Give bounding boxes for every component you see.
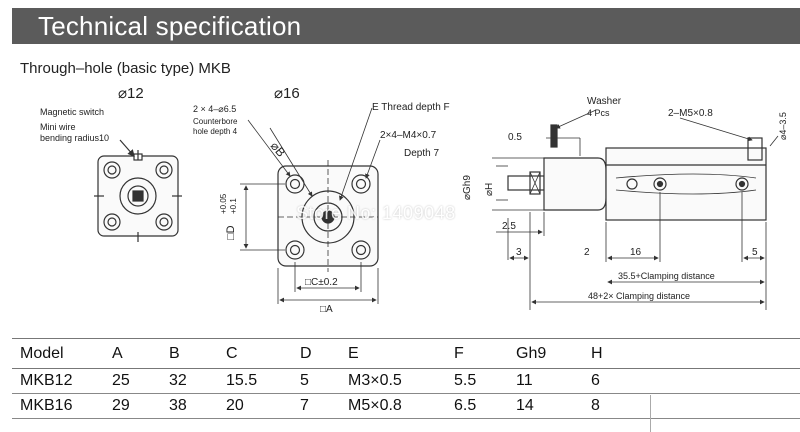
mount-hole [351, 240, 371, 260]
cell-model: MKB12 [20, 372, 73, 389]
washer-label: Washer [587, 96, 622, 107]
cell-gh9: 14 [516, 397, 534, 414]
cell-a: 25 [112, 372, 130, 389]
front-boss [543, 157, 607, 211]
e-thread-label: E Thread depth F [372, 102, 450, 113]
technical-drawing: ⌀12 Magnetic switch Mini wire bending ra… [40, 85, 788, 315]
dim-2: 2 [584, 247, 590, 258]
size-label-16: ⌀16 [274, 85, 300, 102]
mount-hole [285, 174, 305, 194]
gh9-label: ⌀Gh9 [462, 175, 473, 200]
table-header-row: Model A B C D E F Gh9 H [12, 338, 800, 369]
holes-label: 2 × 4–⌀6.5 [193, 104, 236, 114]
cell-f: 6.5 [454, 397, 477, 414]
header-c: C [226, 344, 238, 362]
phi4-label: ⌀4–3.5 [778, 112, 788, 140]
m4-holes-label: 2×4–M4×0.7 [380, 130, 437, 141]
header-model: Model [20, 344, 64, 362]
header-bar [12, 8, 800, 44]
cell-gh9: 11 [516, 372, 533, 389]
mini-wire-label: Mini wire [40, 122, 76, 132]
cell-e: M5×0.8 [348, 397, 402, 414]
b-dimension-label: ⌀B [268, 139, 289, 160]
dim-3: 3 [516, 247, 522, 258]
cell-f: 5.5 [454, 372, 477, 389]
bending-radius-label: bending radius10 [40, 133, 109, 143]
mount-hole [155, 161, 173, 179]
header-a: A [112, 344, 123, 362]
counterbore-depth-label: hole depth 4 [193, 127, 238, 136]
table-row: MKB12 25 32 15.5 5 M3×0.5 5.5 11 6 [12, 369, 800, 394]
mount-hole [351, 174, 371, 194]
h-label: ⌀H [484, 183, 495, 196]
a-dimension-label: □A [320, 304, 333, 315]
cell-b: 38 [169, 397, 187, 414]
clamp-distance-1: 35.5+Clamping distance [618, 271, 715, 281]
mount-hole [285, 240, 305, 260]
table-row: MKB16 29 38 20 7 M5×0.8 6.5 14 8 [12, 394, 800, 419]
front-view-12 [94, 139, 182, 242]
front-view-16 [240, 107, 381, 304]
mount-hole [103, 161, 121, 179]
cell-h: 8 [591, 397, 600, 414]
page-title: Technical specification [38, 11, 302, 41]
diagram-subtitle: Through–hole (basic type) MKB [20, 60, 231, 77]
size-label-12: ⌀12 [118, 85, 144, 102]
header-f: F [454, 344, 464, 362]
cell-b: 32 [169, 372, 187, 389]
header-e: E [348, 344, 359, 362]
piston-rod [507, 175, 545, 191]
dim-0-5: 0.5 [508, 132, 522, 143]
magnetic-switch-label: Magnetic switch [40, 107, 104, 117]
header-d: D [300, 344, 312, 362]
cell-a: 29 [112, 397, 130, 414]
dim-5: 5 [752, 247, 758, 258]
header: Technical specification [0, 0, 800, 46]
cell-model: MKB16 [20, 397, 73, 414]
header-h: H [591, 344, 603, 362]
d-dimension-label: □D [225, 225, 237, 240]
c-dimension-label: □C±0.2 [305, 277, 338, 288]
piston-rod-ring [119, 177, 157, 215]
header-b: B [169, 344, 180, 362]
cell-d: 7 [300, 397, 309, 414]
dim-16: 16 [630, 247, 642, 258]
washer-count-label: 4 Pcs [587, 108, 610, 118]
mount-hole [155, 213, 173, 231]
dim-2-5: 2.5 [502, 221, 516, 232]
spec-table: Model A B C D E F Gh9 H MKB12 25 32 15.5… [12, 338, 800, 419]
cell-h: 6 [591, 372, 600, 389]
counterbore-label: Counterbore [193, 117, 238, 126]
cell-c: 15.5 [226, 372, 258, 389]
clamp-distance-2: 48+2× Clamping distance [588, 291, 690, 301]
d-tolerance-minus: +0.1 [229, 198, 238, 214]
side-view [492, 109, 779, 310]
table-divider [650, 395, 651, 432]
cell-e: M3×0.5 [348, 372, 402, 389]
m5-label: 2–M5×0.8 [668, 108, 713, 119]
cell-c: 20 [226, 397, 244, 414]
d-tolerance-plus: +0.05 [219, 193, 228, 214]
cell-d: 5 [300, 372, 309, 389]
mount-hole [103, 213, 121, 231]
depth-label: Depth 7 [404, 148, 439, 159]
store-watermark: Store No: 1409048 [296, 203, 456, 223]
header-gh9: Gh9 [516, 344, 547, 362]
